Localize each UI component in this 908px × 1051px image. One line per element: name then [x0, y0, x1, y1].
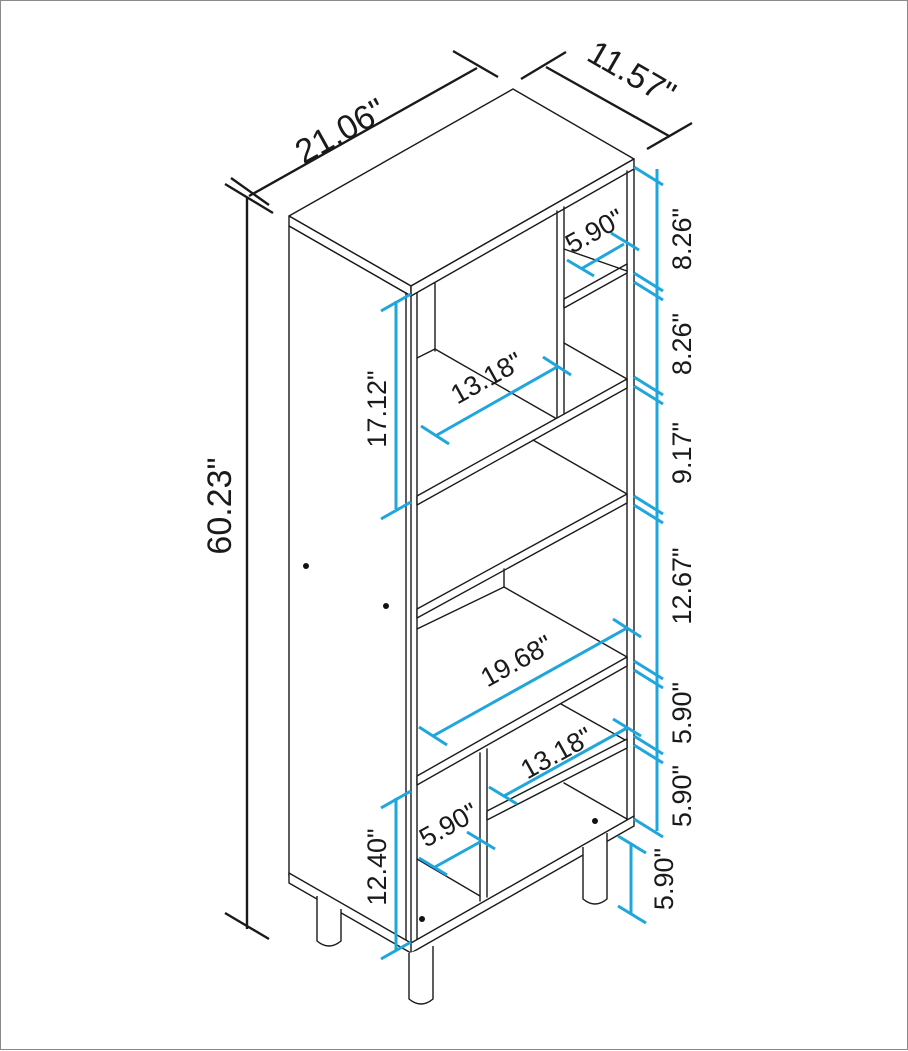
- leg-back-left: [316, 896, 342, 947]
- leg-height-dimension: 5.90": [617, 834, 679, 925]
- fastener-dot: [383, 603, 389, 609]
- upper-shelf-width-label: 13.18": [446, 346, 528, 410]
- bottom-opening-height-dimension: 12.40": [362, 789, 412, 961]
- right-height-stack: 8.26" 8.26" 9.17" 12.67" 5.90" 5.90": [633, 165, 697, 839]
- width-label: 21.06": [289, 91, 392, 171]
- overall-height-dimension: 60.23": [201, 198, 270, 941]
- second-cubby-height-label: 8.26": [667, 313, 697, 375]
- fastener-dot: [592, 818, 598, 824]
- fastener-dot: [303, 563, 309, 569]
- full-shelf-width-label: 19.68": [476, 629, 558, 693]
- shelf-2: [416, 493, 628, 619]
- upper-opening-height-dimension: 17.12": [362, 292, 412, 521]
- fastener-dot: [419, 916, 425, 922]
- top-right-cubby-width-label: 5.90": [560, 203, 629, 259]
- shelf-3: [416, 656, 628, 786]
- top-cubby-shelf: [563, 263, 628, 309]
- shelf-1: [416, 378, 628, 506]
- left-side-panel: [288, 225, 412, 947]
- depth-label: 11.57": [581, 33, 682, 113]
- lower-section-a-height-label: 5.90": [667, 682, 697, 744]
- top-cubby-height-label: 8.26": [667, 208, 697, 270]
- height-label: 60.23": [201, 457, 239, 554]
- leg-height-label: 5.90": [649, 848, 679, 910]
- leg-front-right: [582, 833, 608, 905]
- bottom-opening-height-label: 12.40": [362, 828, 392, 905]
- full-shelf-width-dimension: 19.68": [418, 617, 642, 747]
- upper-opening-height-label: 17.12": [362, 370, 392, 447]
- middle-section-height-label: 12.67": [667, 547, 697, 624]
- legs: [316, 833, 608, 1005]
- lower-section-b-height-label: 5.90": [667, 765, 697, 827]
- leg-front-left: [408, 946, 434, 1005]
- third-section-height-label: 9.17": [667, 422, 697, 484]
- bookcase-outline: [288, 88, 635, 1005]
- bottom-left-cubby-width-dimension: 5.90": [414, 797, 496, 877]
- lower-right-shelf: [486, 738, 628, 821]
